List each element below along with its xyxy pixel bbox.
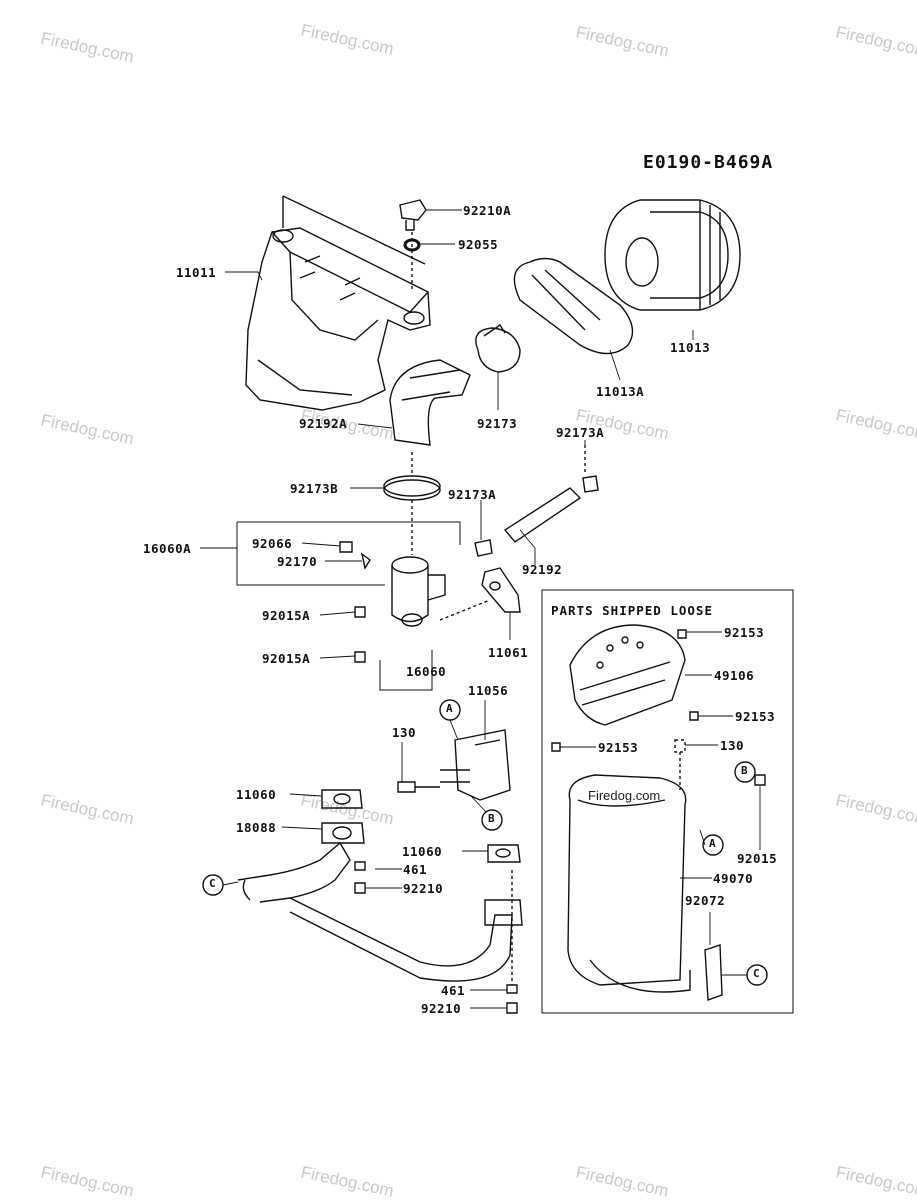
part-label: 92015	[737, 851, 778, 866]
gasket-18088	[321, 822, 365, 844]
elbow-hose	[389, 359, 471, 446]
part-label: 130	[392, 725, 417, 740]
marker-a-letter: A	[709, 837, 717, 850]
gasket-11060	[321, 789, 363, 809]
part-label: 92210	[421, 1001, 462, 1016]
part-label: 92153	[735, 709, 776, 724]
part-label: 461	[441, 983, 466, 998]
part-label: 11061	[488, 645, 529, 660]
part-label: 92015A	[262, 608, 311, 623]
part-label: 18088	[236, 820, 277, 835]
part-label: 92153	[598, 740, 639, 755]
part-label: 11056	[468, 683, 509, 698]
part-label: 92192	[522, 562, 563, 577]
exhaust-pipe	[237, 841, 523, 982]
pre-cleaner	[513, 257, 634, 355]
marker-a-letter: A	[446, 702, 454, 715]
part-label: 16060	[406, 664, 447, 679]
clip-92170	[360, 552, 371, 570]
part-label: 11013	[670, 340, 711, 355]
marker-b-letter: B	[741, 764, 749, 777]
part-label: 461	[403, 862, 428, 877]
marker-b	[734, 761, 756, 783]
part-label: 92173A	[448, 487, 497, 502]
wing-nut	[399, 199, 427, 231]
marker-c-letter: C	[753, 967, 761, 980]
loose-parts-heading: PARTS SHIPPED LOOSE	[551, 603, 713, 618]
muffler	[567, 774, 691, 993]
part-label: 49070	[713, 871, 754, 886]
hose-clamp-b	[383, 475, 441, 497]
part-label: 11060	[236, 787, 277, 802]
part-label: 92192A	[299, 416, 348, 431]
part-label: 92173	[477, 416, 518, 431]
part-label: 11060	[402, 844, 443, 859]
air-cleaner-housing	[245, 195, 431, 411]
part-label: 92173A	[556, 425, 605, 440]
part-label: 92210	[403, 881, 444, 896]
fitting-92066	[339, 541, 353, 553]
part-label: 11011	[176, 265, 217, 280]
part-label: 92170	[277, 554, 318, 569]
hose-clamp	[475, 324, 521, 373]
marker-c-letter: C	[209, 877, 217, 890]
part-label: 49106	[714, 668, 755, 683]
part-label: 92153	[724, 625, 765, 640]
part-label: 92072	[685, 893, 726, 908]
loose-parts-frame	[541, 589, 794, 1014]
marker-a	[702, 834, 724, 856]
gasket-11061	[481, 567, 521, 613]
part-label: 92066	[252, 536, 293, 551]
breather-hose	[503, 487, 582, 543]
part-label: 11013A	[596, 384, 645, 399]
muffler-watermark-text: Firedog.com	[588, 788, 660, 803]
part-label: 92173B	[290, 481, 339, 496]
part-label: 130	[720, 738, 745, 753]
inlet-pipe	[391, 556, 446, 627]
part-label: 16060A	[143, 541, 192, 556]
marker-b-letter: B	[488, 812, 496, 825]
part-label: 92055	[458, 237, 499, 252]
air-filter-element	[604, 199, 741, 311]
bracket-11056	[454, 729, 511, 801]
part-label: 92015A	[262, 651, 311, 666]
part-label: 92210A	[463, 203, 512, 218]
muffler-guard	[569, 624, 686, 726]
marker-b	[481, 809, 503, 831]
diagram-code: E0190-B469A	[643, 152, 774, 173]
